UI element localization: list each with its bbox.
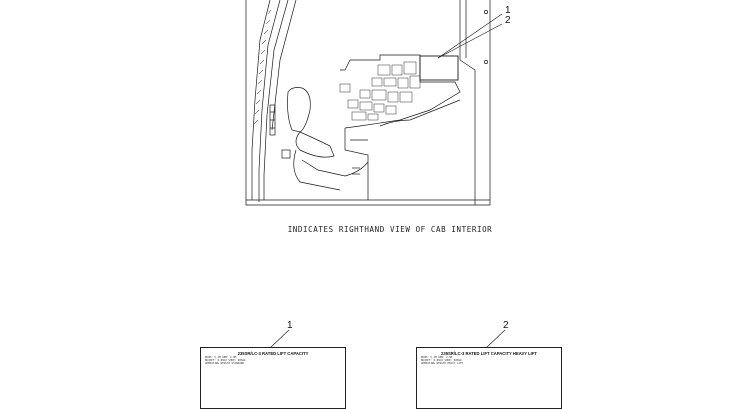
decal-2-subtitle-3: OPERATING WEIGHT HEAVY LIFT [421, 362, 464, 365]
operator-seat [281, 87, 369, 191]
decal-location [419, 55, 459, 81]
lift-capacity-decal-2: 235SR/LC-3 RATED LIFT CAPACITY HEAVY LIF… [416, 347, 562, 409]
decal-2-title: 235SR/LC-3 RATED LIFT CAPACITY HEAVY LIF… [441, 351, 537, 356]
control-console [340, 54, 461, 200]
decal-1-subtitle-2: BUCKET: 0.89m3 SHOE: 600mm [205, 359, 246, 362]
callout-2: 2 [505, 15, 511, 26]
leader-line-1 [437, 13, 503, 59]
decal-leader-2 [485, 329, 506, 349]
instrument-panel [339, 61, 421, 121]
door-rail [253, 9, 272, 125]
leader-line-2 [437, 23, 503, 59]
decal-1-title: 235SR/LC-3 RATED LIFT CAPACITY [237, 351, 309, 356]
lift-capacity-decal-1: 235SR/LC-3 RATED LIFT CAPACITY BOOM: 5.1… [200, 347, 346, 409]
decal-2-subtitle-1: BOOM: 5.1M ARM: 2.5M [421, 356, 453, 359]
grab-handle [269, 104, 276, 136]
decal-leader-1 [269, 329, 290, 349]
decal-1-subtitle-1: BOOM: 5.1M ARM: 2.5M [205, 356, 237, 359]
decal-callout-2: 2 [503, 320, 509, 331]
cab-frame [245, 0, 491, 206]
decal-callout-1: 1 [287, 320, 293, 331]
decal-2-subtitle-2: BUCKET: 0.89m3 SHOE: 600mm [421, 359, 462, 362]
callout-1: 1 [505, 5, 511, 16]
diagram-caption: INDICATES RIGHTHAND VIEW OF CAB INTERIOR [287, 225, 493, 234]
cab-interior-diagram [204, 0, 556, 400]
wall-fasteners [484, 10, 488, 64]
decal-1-subtitle-3: OPERATING WEIGHT STANDARD [205, 362, 245, 365]
